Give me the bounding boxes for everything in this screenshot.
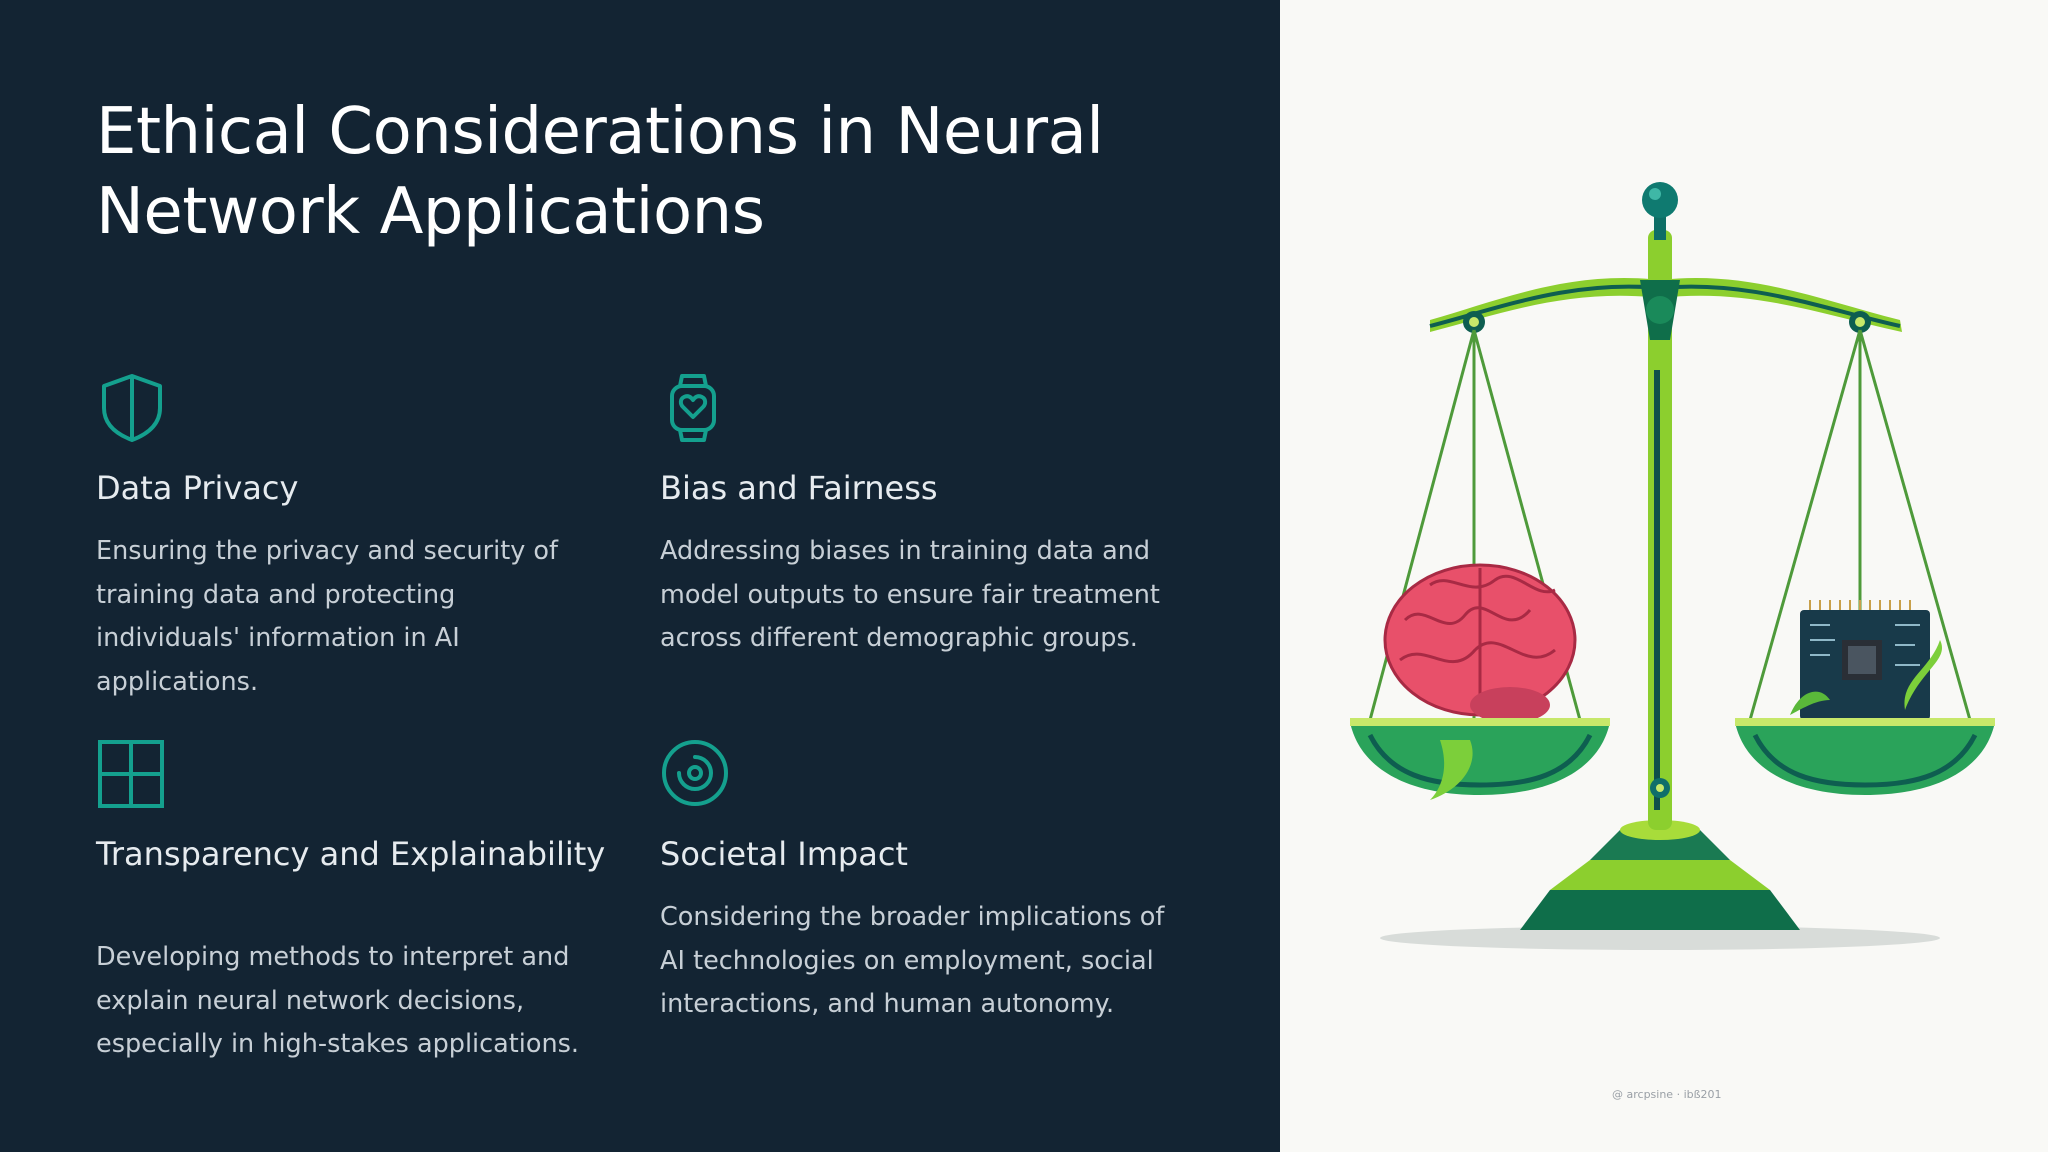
slide-title: Ethical Considerations in Neural Network… [96,95,1104,249]
card-heading: Societal Impact [660,835,908,873]
grid-panel-icon [96,738,168,810]
target-icon [660,738,732,810]
microchip-icon [1800,600,1930,720]
card-heading: Bias and Fairness [660,469,938,507]
card-body: Addressing biases in training data and m… [660,536,1160,653]
content-panel: Ethical Considerations in Neural Network… [0,0,1280,1152]
smartwatch-heart-icon [660,372,732,444]
card-body: Considering the broader implications of … [660,902,1165,1019]
card-body: Developing methods to interpret and expl… [96,942,579,1059]
card-heading: Transparency and Explainability [96,835,606,873]
shield-icon [96,372,168,444]
card-body: Ensuring the privacy and security of tra… [96,536,558,697]
image-credit: @ arcpsine · ibß201 [1612,1088,1722,1101]
balance-scale-illustration [1350,182,1995,950]
card-heading: Data Privacy [96,469,299,507]
brain-icon [1383,563,1577,723]
